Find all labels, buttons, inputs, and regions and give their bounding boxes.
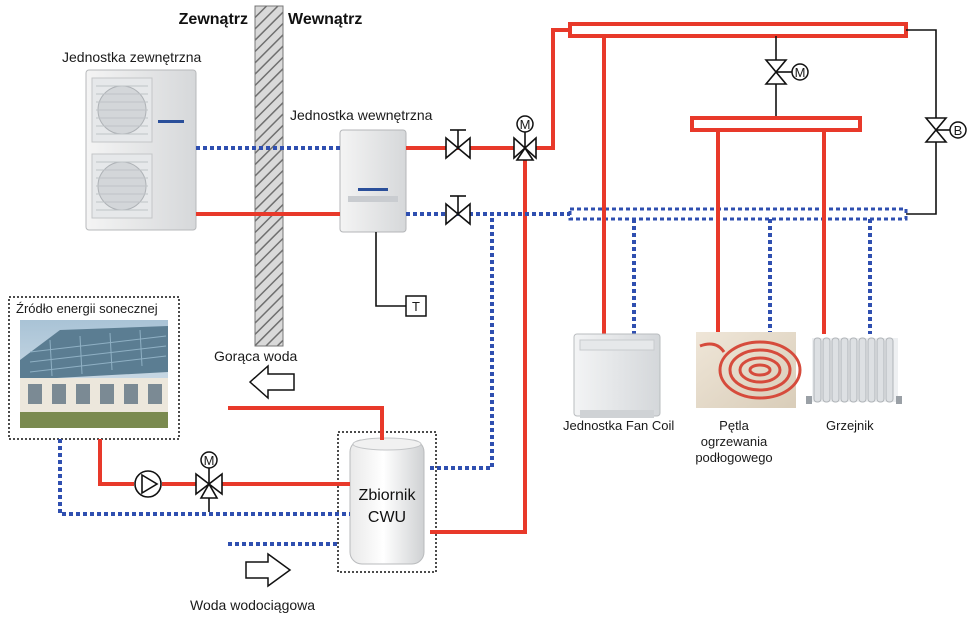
upper-hot-manifold	[570, 24, 906, 36]
solar-source-label: Źródło energii sonecznej	[16, 301, 158, 316]
cold-shutoff-valve	[446, 196, 470, 224]
hot-branch-to-tank	[430, 148, 525, 532]
floor-loop-label-line2: ogrzewania	[701, 434, 768, 449]
floor-loop-manifold	[692, 118, 860, 130]
hot-water-arrow	[250, 366, 294, 398]
thermostat-wire	[376, 232, 406, 306]
solar-hot-pipe	[100, 439, 134, 484]
outdoor-unit-label: Jednostka zewnętrzna	[62, 49, 202, 65]
solar-valve-motor-letter: M	[204, 453, 215, 468]
floor-loop-label-line1: Pętla	[719, 418, 749, 433]
fan-coil-unit	[574, 334, 660, 418]
outdoor-unit	[86, 70, 196, 230]
bypass-valve-letter: B	[954, 123, 963, 138]
fan-coil-label: Jednostka Fan Coil	[563, 418, 674, 433]
manifold-valve-motor-letter: M	[795, 65, 806, 80]
hot-supply-pipe	[406, 30, 570, 148]
floor-heating-loop	[696, 332, 800, 408]
tank-label-line1: Zbiornik	[359, 487, 417, 504]
lower-cold-manifold	[570, 209, 906, 219]
hot-shutoff-valve	[446, 130, 470, 158]
tap-water-arrow	[246, 554, 290, 586]
radiator-label: Grzejnik	[826, 418, 874, 433]
radiator	[806, 338, 902, 404]
main-valve-motor-letter: M	[520, 117, 531, 132]
tank-label-line2: CWU	[368, 509, 406, 526]
thermostat-letter: T	[412, 299, 420, 314]
floor-loop-label-line3: podłogowego	[695, 450, 772, 465]
hot-water-label: Gorąca woda	[214, 348, 297, 364]
tap-water-label: Woda wodociągowa	[190, 597, 315, 613]
outside-label: Zewnątrz	[179, 11, 248, 28]
cold-return-from-tank	[430, 214, 492, 468]
solar-pump	[135, 471, 161, 497]
solar-house-photo	[20, 320, 168, 428]
indoor-unit	[340, 130, 406, 232]
solar-cold-pipe	[60, 439, 350, 514]
hot-water-out-pipe	[228, 408, 382, 440]
inside-label: Wewnątrz	[288, 11, 362, 28]
indoor-unit-label: Jednostka wewnętrzna	[290, 107, 433, 123]
wall	[255, 6, 283, 346]
